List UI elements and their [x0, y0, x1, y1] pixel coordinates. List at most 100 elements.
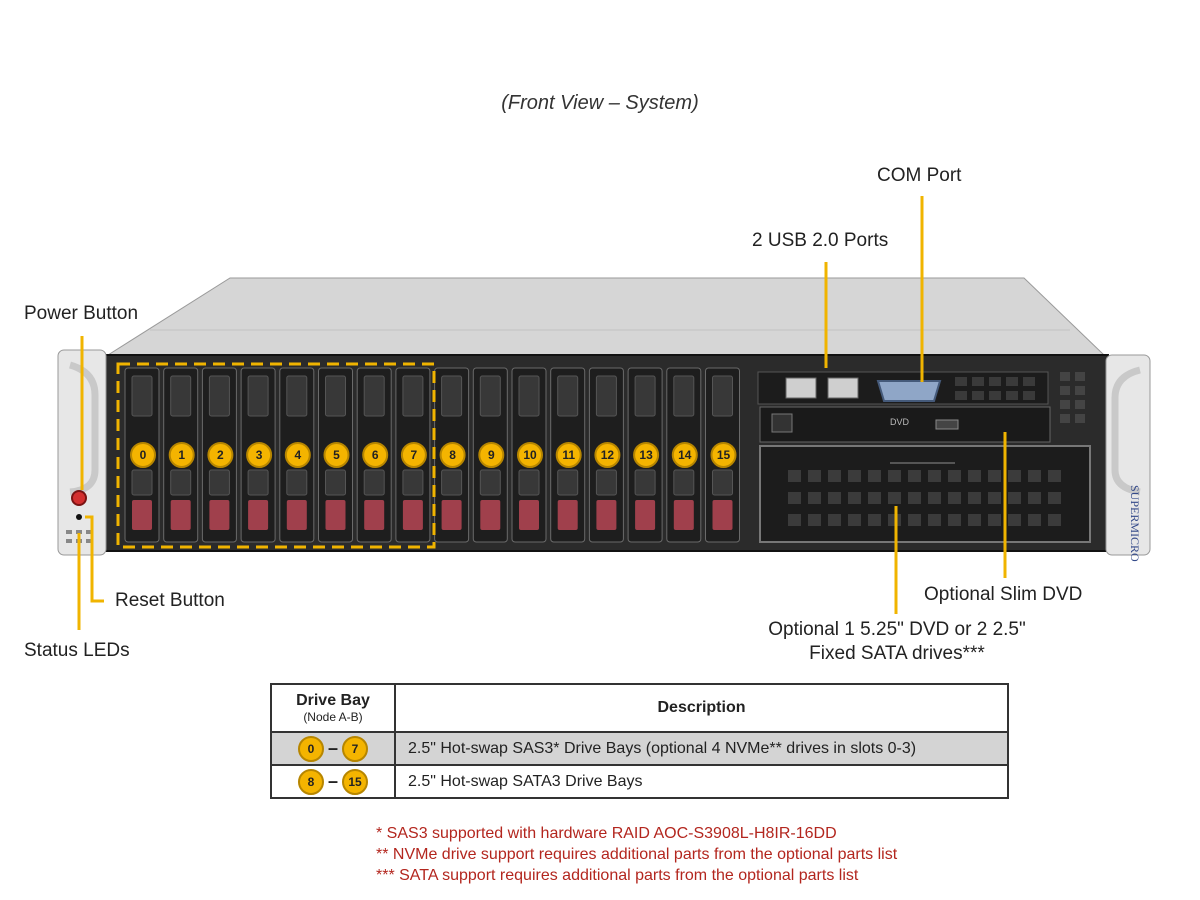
- label-usb-ports: 2 USB 2.0 Ports: [752, 230, 889, 251]
- tray-slot: [673, 375, 695, 417]
- bay-number-label: 6: [372, 448, 379, 462]
- drive-bay-1[interactable]: 1: [163, 367, 199, 543]
- vent-hole: [1028, 514, 1041, 526]
- bay-number-label: 13: [639, 448, 653, 462]
- bay-number-badge: [439, 442, 466, 468]
- tray-slot: [325, 375, 346, 417]
- power-button-icon: [71, 490, 87, 506]
- bay-range-cell: 0 – 7: [270, 731, 396, 766]
- description-cell: 2.5" Hot-swap SATA3 Drive Bays: [394, 764, 1009, 799]
- vent-hole: [948, 470, 961, 482]
- drive-bay-11[interactable]: 11: [550, 367, 586, 543]
- bay-number-badge: [130, 442, 156, 468]
- vent-hole: [988, 470, 1001, 482]
- bay-number-label: 5: [333, 448, 340, 462]
- bay-number-badge: [671, 442, 698, 468]
- tray-slot: [518, 469, 540, 496]
- footnote: * SAS3 supported with hardware RAID AOC-…: [376, 825, 837, 842]
- bay-badge: 0: [297, 735, 324, 762]
- tray-slot: [363, 469, 385, 496]
- label-com-port: COM Port: [877, 165, 962, 186]
- vent-hole: [1008, 514, 1021, 526]
- tray-slot: [131, 469, 153, 496]
- vent-hole: [1028, 492, 1041, 504]
- table-row: 0 – 7 2.5" Hot-swap SAS3* Drive Bays (op…: [270, 731, 1009, 766]
- bay-number-label: 12: [601, 448, 615, 462]
- diagram-title: (Front View – System): [501, 92, 699, 114]
- drive-bay-6[interactable]: 6: [356, 367, 392, 543]
- drive-release-latch: [402, 500, 423, 530]
- drive-bay-table: Drive Bay (Node A-B) Description 0 – 7 2…: [270, 683, 1009, 799]
- brand-logo: SUPERMICRO: [1128, 485, 1142, 562]
- tray-slot: [286, 469, 308, 496]
- drive-bay-8[interactable]: 8: [434, 367, 470, 543]
- vent-hole: [1008, 492, 1021, 504]
- vent-hole: [988, 492, 1001, 504]
- bay-number-label: 3: [256, 448, 263, 462]
- vent-hole: [848, 492, 861, 504]
- vent-hole: [928, 470, 941, 482]
- drive-bay-10[interactable]: 10: [511, 367, 547, 543]
- bay-number-label: 10: [523, 448, 537, 462]
- bay-number-label: 7: [411, 448, 418, 462]
- drive-bay-14[interactable]: 14: [666, 367, 702, 543]
- drive-bay-7[interactable]: 7: [395, 367, 431, 543]
- bay-number-badge: [246, 442, 273, 468]
- drive-release-latch: [519, 500, 539, 530]
- tray-slot: [634, 375, 656, 417]
- tray-slot: [247, 469, 269, 496]
- vent-hole: [968, 492, 981, 504]
- tray-slot: [673, 469, 695, 496]
- vent-hole: [988, 514, 1001, 526]
- tray-slot: [286, 375, 308, 417]
- bay-number-badge: [362, 442, 389, 468]
- drive-bay-13[interactable]: 13: [627, 367, 663, 543]
- tray-slot: [208, 375, 230, 417]
- header-description: Description: [394, 683, 1009, 733]
- drive-release-latch: [248, 500, 269, 530]
- vent-hole: [828, 514, 841, 526]
- drive-release-latch: [441, 500, 462, 530]
- tray-slot: [595, 469, 617, 496]
- label-reset-button: Reset Button: [115, 590, 225, 611]
- drive-bay-3[interactable]: 3: [240, 367, 276, 543]
- reset-button-icon: [76, 514, 82, 520]
- vent-hole: [1008, 470, 1021, 482]
- tray-slot: [634, 469, 656, 496]
- drive-bay-2[interactable]: 2: [201, 367, 237, 543]
- drive-bay-4[interactable]: 4: [279, 367, 315, 543]
- sas3-bay-group-outline: [116, 362, 436, 549]
- tray-slot: [595, 375, 617, 417]
- bay-number-badge: [517, 442, 543, 468]
- tray-slot: [712, 469, 733, 496]
- drive-bay-9[interactable]: 9: [472, 367, 508, 543]
- range-dash: –: [327, 738, 338, 758]
- drive-bay-5[interactable]: 5: [318, 367, 353, 543]
- dvd-eject-icon: [771, 413, 793, 433]
- bay-badge: 7: [342, 735, 368, 762]
- vent-hole: [968, 470, 981, 482]
- drive-bay-0[interactable]: 0: [124, 367, 160, 543]
- vent-hole: [788, 470, 801, 482]
- bay-number-badge: [284, 442, 311, 468]
- bay-number-label: 4: [294, 448, 301, 462]
- tray-slot: [518, 375, 540, 417]
- vent-hole: [788, 492, 801, 504]
- callout-lines: [77, 196, 1007, 630]
- bay-number-badge: [400, 442, 427, 468]
- footnotes: * SAS3 supported with hardware RAID AOC-…: [376, 823, 897, 886]
- vent-hole: [948, 492, 961, 504]
- tray-slot: [557, 469, 579, 496]
- drive-bay-15[interactable]: 15: [705, 367, 740, 543]
- vent-hole: [828, 492, 841, 504]
- vent-hole: [1028, 470, 1041, 482]
- table-row: 8 – 15 2.5" Hot-swap SATA3 Drive Bays: [270, 764, 1009, 799]
- drive-bay-12[interactable]: 12: [588, 367, 624, 543]
- side-vent: [1060, 372, 1085, 423]
- vent-hole: [788, 514, 801, 526]
- label-optional-bay: Optional 1 5.25" DVD or 2 2.5" Fixed SAT…: [752, 618, 1042, 666]
- bay-badge: 8: [297, 768, 324, 795]
- bay-number-badge: [478, 442, 505, 468]
- vent-hole: [928, 492, 941, 504]
- bay-number-label: 11: [562, 448, 575, 462]
